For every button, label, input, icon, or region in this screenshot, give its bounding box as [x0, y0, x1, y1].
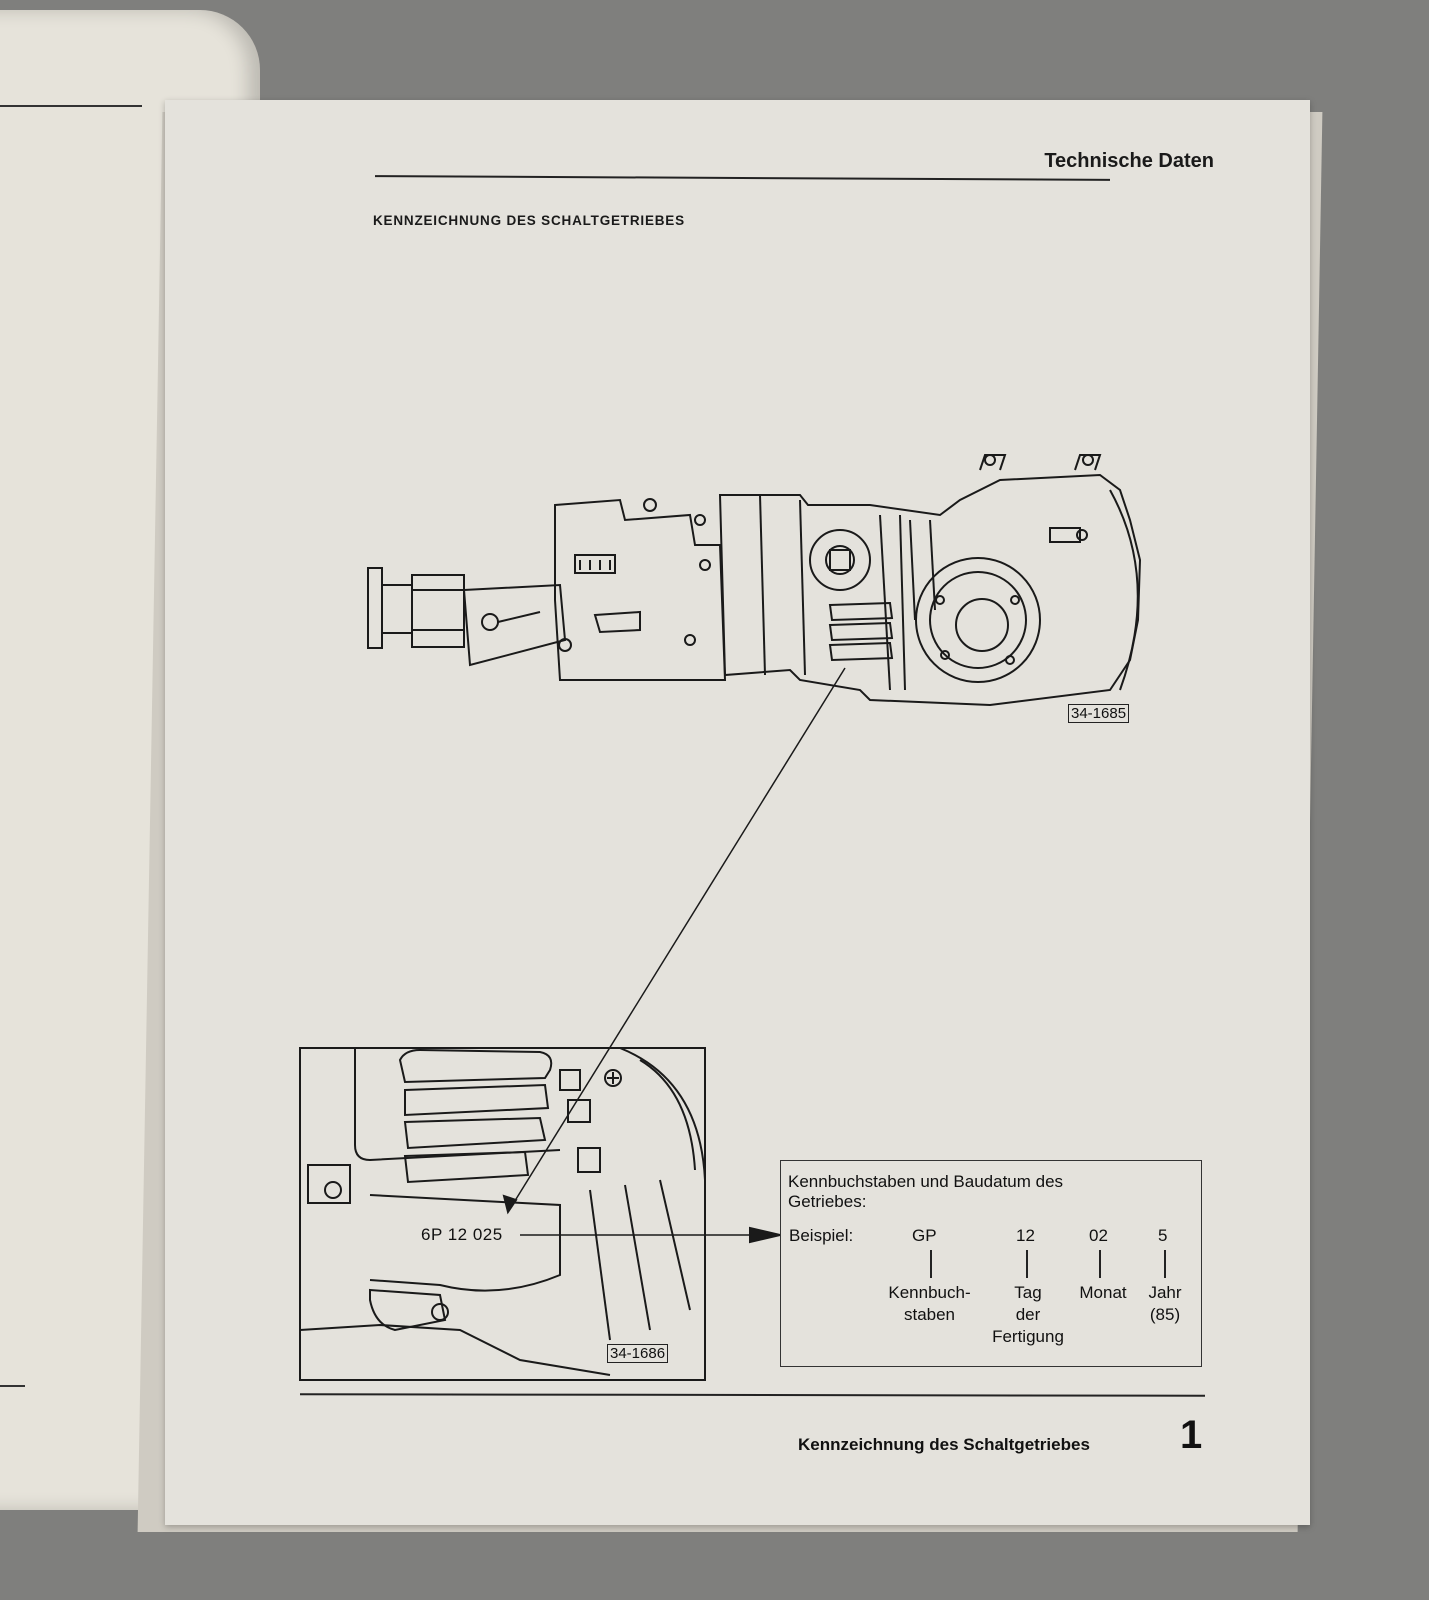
section-subtitle: KENNZEICHNUNG DES SCHALTGETRIEBES [373, 213, 685, 228]
figure-ref-34-1685: 34-1685 [1068, 704, 1130, 723]
desc-day-line1: Tag [1014, 1283, 1042, 1302]
code-month-tick [1099, 1250, 1101, 1278]
left-page-rule-bottom [0, 1385, 25, 1387]
right-page [165, 100, 1310, 1525]
figure-ref-34-1686: 34-1686 [607, 1344, 669, 1363]
desc-letters-line2: staben [903, 1305, 956, 1324]
code-month: 02 [1089, 1226, 1108, 1245]
desc-day-line3: Fertigung [992, 1327, 1064, 1346]
code-year: 5 [1158, 1226, 1168, 1245]
code-day: 12 [1016, 1226, 1035, 1245]
code-year-tick [1164, 1250, 1166, 1278]
code-letters: GP [912, 1226, 937, 1245]
desc-day: Tag der Fertigung [978, 1282, 1078, 1348]
transmission-illustration [367, 454, 1142, 1215]
info-heading-line2: Getriebes: [788, 1192, 867, 1211]
example-label: Beispiel: [789, 1226, 854, 1245]
desc-year-line2: (85) [1149, 1305, 1181, 1324]
serial-number-label: 6P 12 025 [421, 1225, 503, 1244]
desc-month-line1: Monat [1079, 1283, 1127, 1302]
code-letters-tick [930, 1250, 932, 1278]
info-box-heading: Kennbuchstaben und Baudatum des Getriebe… [788, 1172, 1148, 1212]
page-number: 1 [1180, 1413, 1203, 1457]
desc-letters: Kennbuch- staben [872, 1282, 987, 1326]
desc-month: Monat [1071, 1282, 1135, 1304]
code-day-tick [1026, 1250, 1028, 1278]
footer-title: Kennzeichnung des Schaltgetriebes [798, 1435, 1090, 1454]
page-title: Technische Daten [1044, 150, 1214, 172]
info-box [780, 1160, 1202, 1367]
desc-letters-line1: Kennbuch- [888, 1283, 971, 1302]
desc-day-line2: der [1015, 1305, 1041, 1324]
info-heading-line1: Kennbuchstaben und Baudatum des [788, 1172, 1064, 1191]
desc-year-line1: Jahr [1148, 1283, 1182, 1302]
desc-year: Jahr (85) [1142, 1282, 1188, 1326]
left-page-rule-top [0, 105, 142, 107]
detail-illustration [299, 1047, 781, 1381]
